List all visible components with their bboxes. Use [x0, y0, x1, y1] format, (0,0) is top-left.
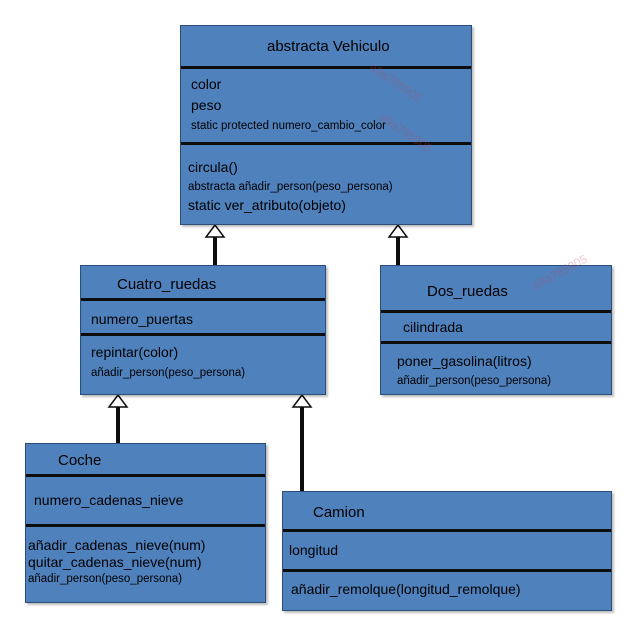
separator: [181, 142, 471, 145]
attribute-numero-cambio-color: static protected numero_cambio_color: [191, 120, 386, 132]
separator: [26, 474, 265, 477]
class-box-dos-ruedas: Dos_ruedas cilindrada poner_gasolina(lit…: [380, 265, 612, 395]
connector-cuatro-ruedas-to-vehiculo: [204, 223, 226, 266]
class-name-camion: Camion: [313, 504, 365, 521]
class-name-vehiculo: abstracta Vehiculo: [267, 38, 390, 55]
connector-dos-ruedas-to-vehiculo: [387, 223, 409, 266]
class-box-camion: Camion longitud añadir_remolque(longitud…: [282, 491, 612, 611]
attribute-peso: peso: [191, 97, 222, 113]
method-poner-gasolina: poner_gasolina(litros): [397, 353, 532, 369]
attribute-numero-cadenas-nieve: numero_cadenas_nieve: [34, 492, 184, 508]
class-name-dos-ruedas: Dos_ruedas: [427, 283, 508, 300]
method-anadir-person: añadir_person(peso_persona): [91, 367, 246, 379]
separator: [81, 333, 325, 336]
class-name-coche: Coche: [58, 452, 102, 469]
separator: [181, 66, 471, 69]
attribute-numero-puertas: numero_puertas: [91, 311, 193, 327]
separator: [381, 310, 611, 313]
class-box-cuatro-ruedas: Cuatro_ruedas numero_puertas repintar(co…: [80, 265, 326, 395]
separator: [26, 524, 265, 527]
attribute-cilindrada: cilindrada: [403, 319, 463, 335]
connector-coche-to-cuatro-ruedas: [107, 393, 129, 444]
method-anadir-person: abstracta añadir_person(peso_persona): [188, 181, 393, 193]
class-box-vehiculo: abstracta Vehiculo color peso static pro…: [180, 25, 472, 225]
class-name-cuatro-ruedas: Cuatro_ruedas: [117, 276, 217, 293]
method-ver-atributo: static ver_atributo(objeto): [188, 197, 346, 213]
method-anadir-person: añadir_person(peso_persona): [28, 573, 183, 585]
method-circula: circula(): [188, 159, 238, 175]
attribute-longitud: longitud: [289, 542, 339, 558]
separator: [81, 298, 325, 301]
method-quitar-cadenas-nieve: quitar_cadenas_nieve(num): [28, 554, 202, 570]
connector-camion-to-cuatro-ruedas: [291, 393, 313, 492]
method-repintar: repintar(color): [91, 344, 179, 360]
method-anadir-person: añadir_person(peso_persona): [397, 375, 552, 387]
class-box-coche: Coche numero_cadenas_nieve añadir_cadena…: [25, 443, 266, 603]
separator: [381, 341, 611, 344]
separator: [283, 569, 611, 572]
separator: [283, 529, 611, 532]
method-anadir-cadenas-nieve: añadir_cadenas_nieve(num): [28, 537, 206, 553]
attribute-color: color: [191, 76, 222, 92]
method-anadir-remolque: añadir_remolque(longitud_remolque): [291, 581, 521, 597]
